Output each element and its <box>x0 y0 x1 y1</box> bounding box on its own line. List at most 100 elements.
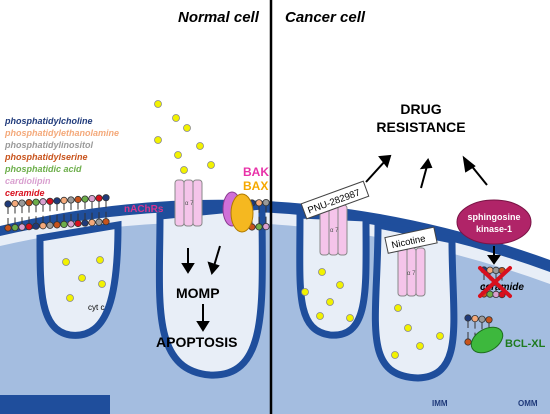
lipid-head <box>25 223 33 231</box>
lipid-head <box>4 200 12 208</box>
nachrs-label: nAChRs <box>124 204 164 215</box>
lipid-head <box>486 266 494 274</box>
nicotine-ligand-dot <box>318 268 326 276</box>
lipid-head <box>255 223 263 231</box>
lipid-head <box>32 222 40 230</box>
nicotine-receptor: α 7 <box>397 247 426 297</box>
lipid-head <box>464 338 472 346</box>
lipid-head <box>262 223 270 231</box>
lipid-head <box>102 194 110 202</box>
arrows-normal <box>181 245 221 332</box>
alpha7-label: α 7 <box>407 271 416 277</box>
lipid-head <box>81 219 89 227</box>
crista-bottom <box>0 395 110 414</box>
lipid-head <box>11 199 19 208</box>
lipid-head <box>32 198 40 206</box>
nicotine-ligand-dot <box>180 166 188 174</box>
nicotine-ligand-dot <box>301 288 309 296</box>
legend-cardiolipin: cardiolipin <box>5 176 51 186</box>
lipid-head <box>25 199 33 207</box>
nicotine-ligand-dot <box>391 351 399 359</box>
lipid-head <box>18 199 26 207</box>
crista-pnu <box>296 211 370 339</box>
legend-ceramide: ceramide <box>5 188 45 198</box>
lipid-head <box>60 196 68 204</box>
header-cancer-cell: Cancer cell <box>285 9 366 26</box>
nicotine-ligand-dot <box>183 124 191 132</box>
legend-phosphatidylinositol: phosphatidylinositol <box>4 140 93 150</box>
nicotine-ligand-dot <box>326 298 334 306</box>
legend-phosphatidylserine: phosphatidylserine <box>4 152 88 162</box>
lipid-head <box>60 220 68 228</box>
lipid-head <box>18 223 26 231</box>
lipid-head <box>4 224 12 232</box>
nicotine-ligand-dot <box>78 274 86 282</box>
nicotine-ligand-dot <box>154 136 162 144</box>
lipid-head <box>46 197 54 205</box>
drug-label: DRUG <box>400 101 441 117</box>
omm-label: OMM <box>518 399 538 408</box>
sphk1-label-1: sphingosine <box>467 212 520 222</box>
nicotine-ligand-dot <box>346 314 354 322</box>
lipid-head <box>74 219 82 228</box>
nicotine-ligand-dot <box>96 256 104 264</box>
lipid-head <box>255 199 263 207</box>
lipid-head <box>67 196 75 204</box>
nicotine-box: Nicotine <box>384 226 438 254</box>
legend-phosphatidic-acid: phosphatidic acid <box>4 164 82 174</box>
lipid-head <box>39 222 47 230</box>
resistance-label: RESISTANCE <box>376 119 465 135</box>
crista-momp <box>155 202 266 379</box>
alpha7-label: α 7 <box>330 228 339 234</box>
nicotine-ligand-dot <box>436 332 444 340</box>
nicotine-ligand-dot <box>416 342 424 350</box>
bclxl-protein <box>470 326 504 354</box>
bak-label: BAK <box>243 165 269 179</box>
pnu-receptor: α 7 <box>319 204 348 256</box>
legend-phosphatidylcholine: phosphatidylcholine <box>4 116 93 126</box>
lipid-legend: phosphatidylcholine phosphatidylethanola… <box>4 116 119 198</box>
lipid-head <box>102 218 110 226</box>
bax-protein <box>230 193 254 233</box>
ligand-dots <box>62 100 444 359</box>
nicotine-ligand-dot <box>174 151 182 159</box>
nicotine-ligand-dot <box>98 280 106 288</box>
sphk1-label-2: kinase-1 <box>476 224 512 234</box>
lipid-head <box>88 195 96 203</box>
lipid-head <box>74 195 82 204</box>
lipid-head <box>498 290 506 299</box>
lipid-head <box>95 194 103 202</box>
nicotine-ligand-dot <box>154 100 162 108</box>
bak-bax-complex <box>222 191 254 233</box>
lipid-head <box>46 221 54 229</box>
lipid-head <box>88 219 96 227</box>
momp-label: MOMP <box>176 285 220 301</box>
lipid-head <box>262 199 270 207</box>
bclxl-label: BCL-XL <box>505 338 546 350</box>
nachr-receptor-normal: α 7 <box>174 179 203 227</box>
nicotine-ligand-dot <box>172 114 180 122</box>
lipid-head <box>464 314 472 322</box>
lipid-head <box>471 314 479 323</box>
lipid-head <box>478 315 486 323</box>
sphk1-enzyme <box>456 199 532 245</box>
lipid-head <box>485 316 493 324</box>
lipid-bilayer-left <box>4 194 110 232</box>
lipid-head <box>95 218 103 226</box>
sphk1-arrow <box>487 246 501 265</box>
nicotine-ligand-dot <box>404 324 412 332</box>
lipid-head <box>11 223 19 232</box>
apoptosis-label: APOPTOSIS <box>156 334 237 350</box>
lipid-head <box>53 197 61 205</box>
nicotine-ligand-dot <box>316 312 324 320</box>
nicotine-ligand-dot <box>394 304 402 312</box>
cross-mark <box>478 266 512 298</box>
lipid-head <box>39 198 47 206</box>
nicotine-ligand-dot <box>62 258 70 266</box>
lipid-head <box>492 266 500 274</box>
alpha7-label: α 7 <box>185 201 194 207</box>
nicotine-ligand-dot <box>196 142 204 150</box>
nicotine-ligand-dot <box>336 281 344 289</box>
nicotine-ligand-dot <box>66 294 74 302</box>
